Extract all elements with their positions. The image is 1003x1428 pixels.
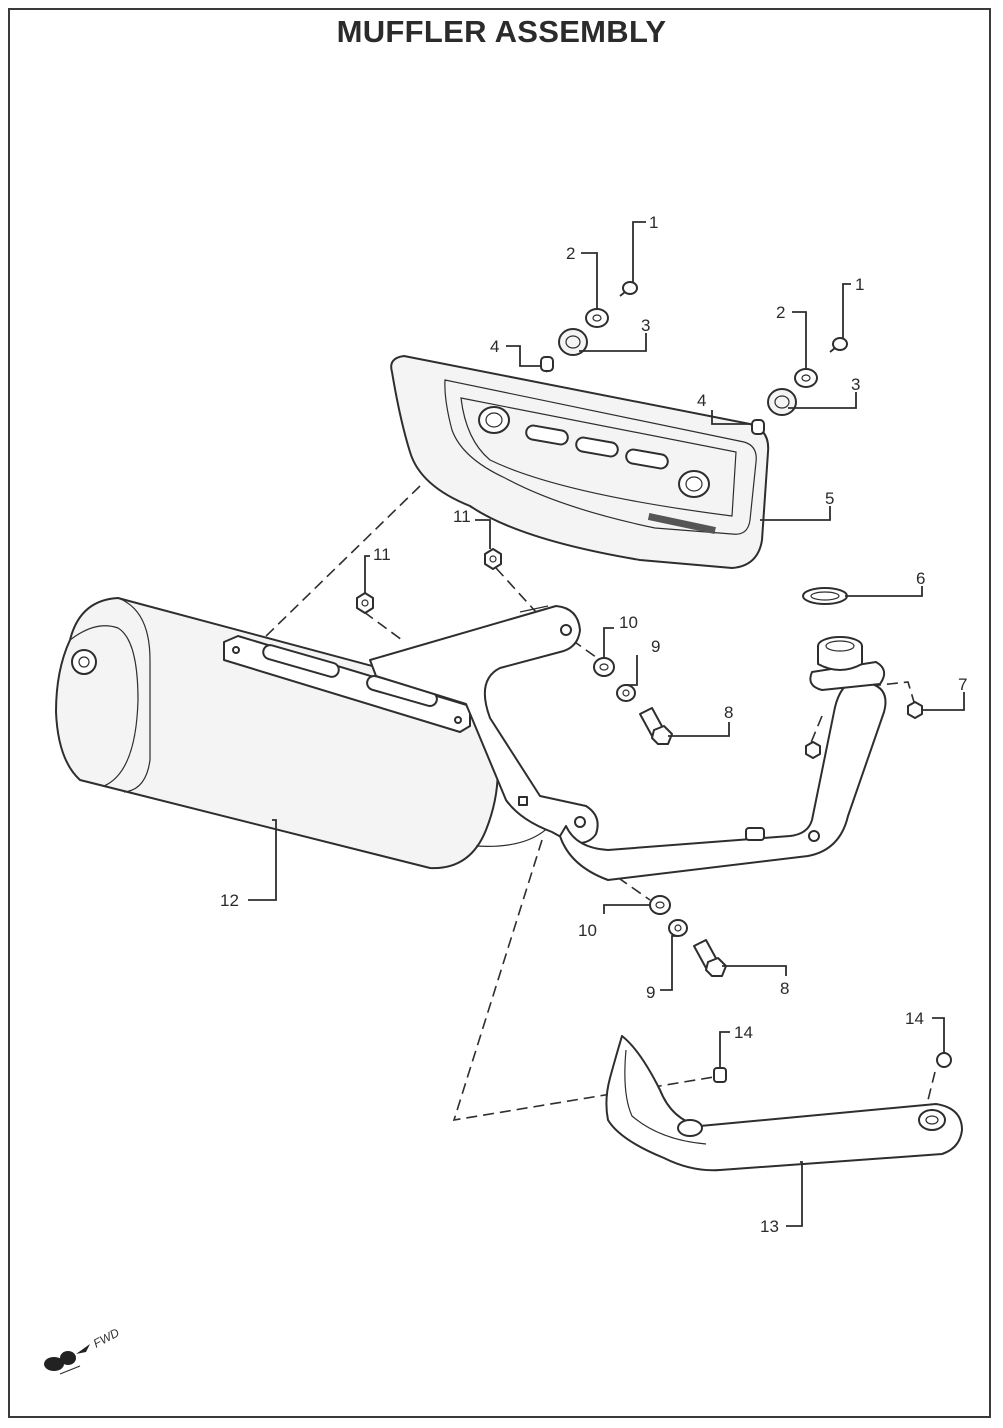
- lower-bracket: [605, 1035, 963, 1172]
- callout-11: 11: [373, 545, 391, 564]
- callout-11: 11: [453, 507, 471, 526]
- callout-8: 8: [724, 703, 733, 722]
- muffler-bracket: [223, 635, 471, 733]
- gasket: [802, 587, 848, 605]
- hanger-arm: [369, 605, 599, 844]
- muffler-body: [55, 597, 561, 870]
- callout-2: 2: [776, 303, 785, 322]
- drawing-frame: [8, 8, 991, 1418]
- callout-4: 4: [490, 337, 499, 356]
- callout-12: 12: [220, 891, 239, 910]
- fwd-label: FWD: [91, 1325, 122, 1350]
- callout-8: 8: [780, 979, 789, 998]
- callout-9: 9: [651, 637, 660, 656]
- callout-labels: 1 2 3 4 1 2 3 4 5 6 7 8 9 10 11 11 12 10…: [220, 213, 967, 1236]
- rider-arrow-icon: [44, 1344, 90, 1375]
- callout-14: 14: [734, 1023, 753, 1042]
- leader-lines: [248, 221, 965, 1227]
- hardware: [356, 281, 952, 1083]
- exhaust-pipe: [559, 636, 887, 881]
- page-title: MUFFLER ASSEMBLY: [336, 14, 667, 49]
- fwd-indicator: FWD: [44, 1325, 122, 1375]
- callout-14: 14: [905, 1009, 924, 1028]
- callout-3: 3: [851, 375, 860, 394]
- callout-7: 7: [958, 675, 967, 694]
- callout-13: 13: [760, 1217, 779, 1236]
- callout-10: 10: [578, 921, 597, 940]
- callout-1: 1: [649, 213, 658, 232]
- heat-shield: [390, 355, 770, 569]
- callout-5: 5: [825, 489, 834, 508]
- callout-2: 2: [566, 244, 575, 263]
- callout-4: 4: [697, 391, 706, 410]
- callout-10: 10: [619, 613, 638, 632]
- callout-1: 1: [855, 275, 864, 294]
- callout-3: 3: [641, 316, 650, 335]
- callout-9: 9: [646, 983, 655, 1002]
- callout-6: 6: [916, 569, 925, 588]
